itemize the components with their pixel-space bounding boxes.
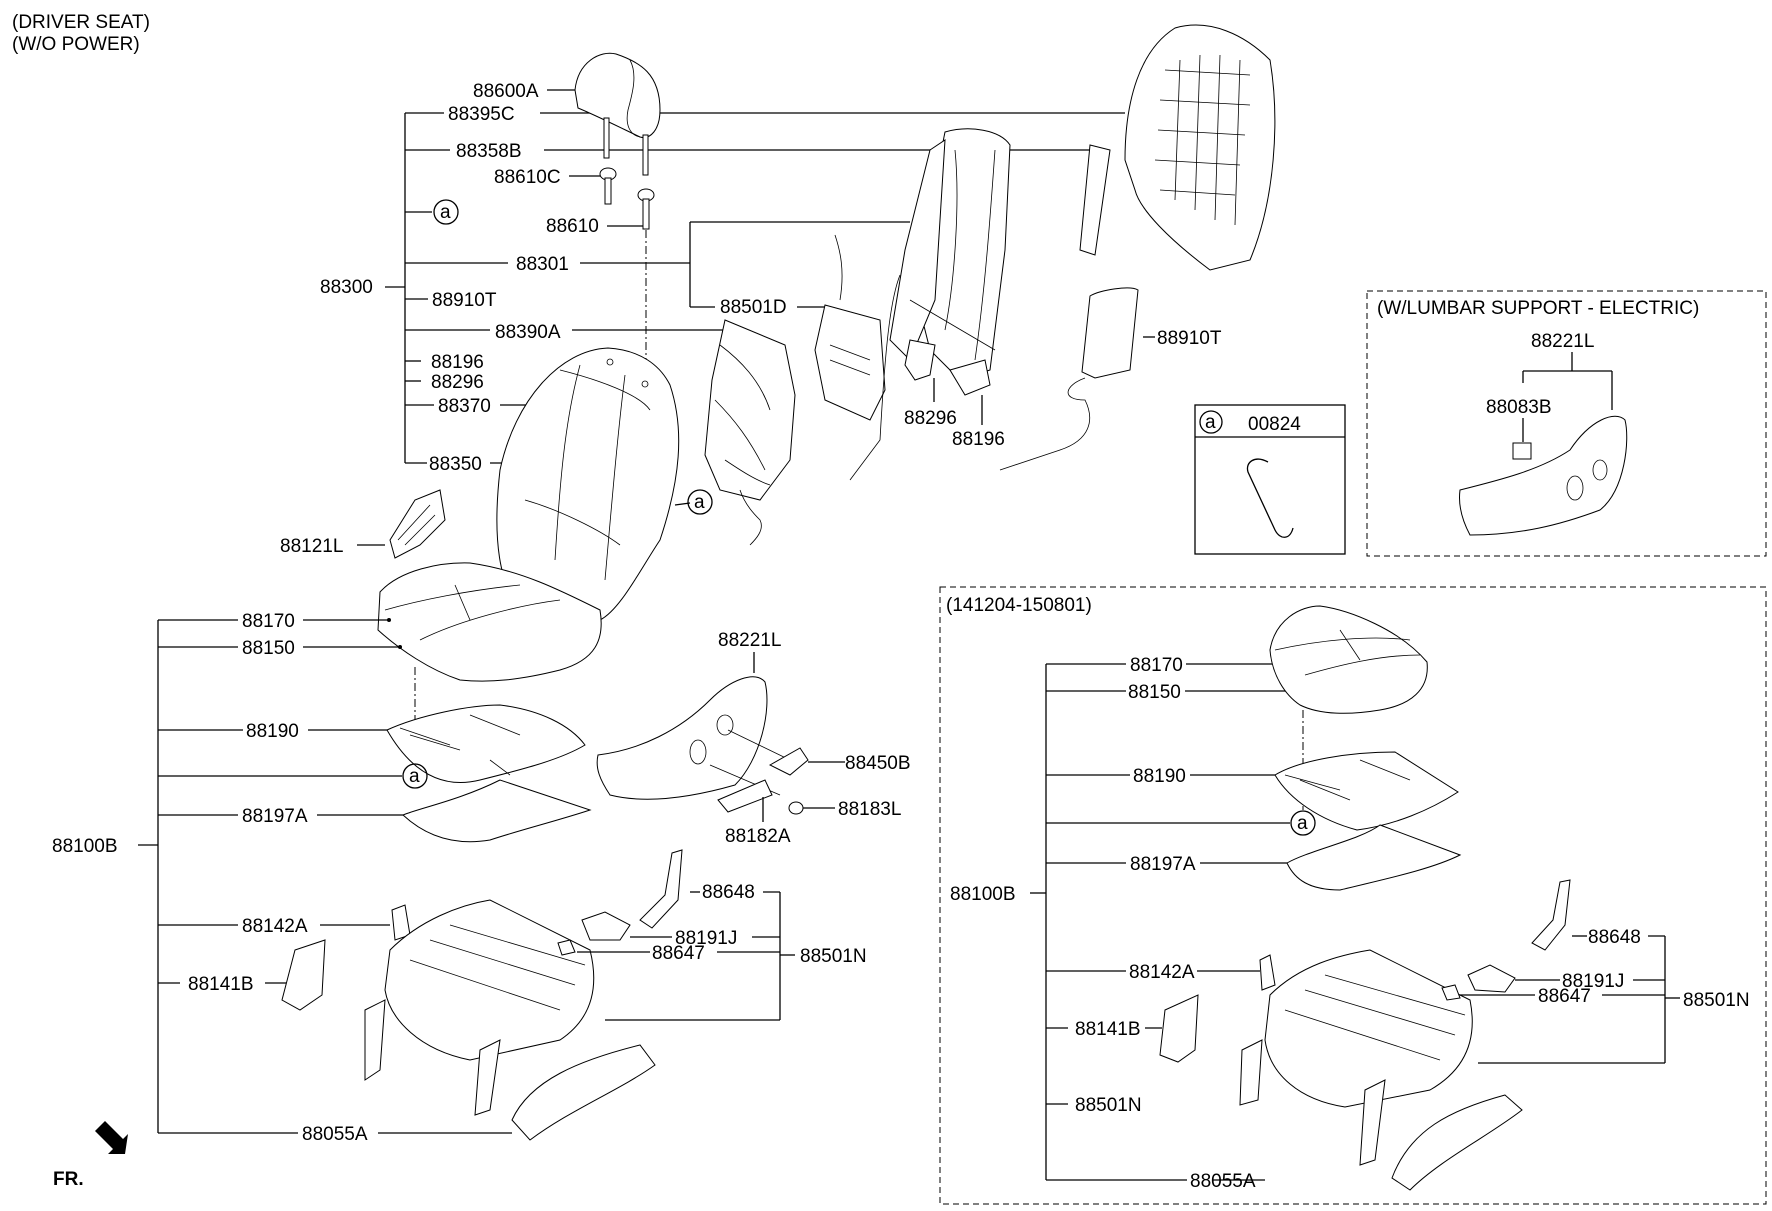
label-88150[interactable]: 88150 [242,638,295,659]
variant-ref-a: a [1297,813,1308,834]
headrest-group: 88600A 88610C 88610 [473,52,661,382]
variant-label-88142A[interactable]: 88142A [1129,962,1195,983]
label-88190[interactable]: 88190 [246,721,299,742]
seatback-back-panel [1124,24,1276,271]
front-indicator: FR. [53,1121,128,1190]
label-88083B[interactable]: 88083B [1486,397,1552,418]
label-88501N[interactable]: 88501N [800,946,867,967]
label-88370[interactable]: 88370 [438,396,491,417]
label-88296-tree[interactable]: 88296 [431,372,484,393]
variant-seat-cushion [1269,605,1428,714]
label-88350[interactable]: 88350 [429,454,482,475]
front-label: FR. [53,1169,84,1190]
label-88501D[interactable]: 88501D [720,297,787,318]
label-88100B[interactable]: 88100B [52,836,118,857]
label-88358B[interactable]: 88358B [456,141,522,162]
header-wo-power: (W/O POWER) [12,34,140,55]
frame-tree: 88501D [689,221,910,481]
variant-label-88648[interactable]: 88648 [1588,927,1641,948]
ref-a-label-2: a [694,492,705,513]
label-88910T[interactable]: 88910T [1157,328,1222,349]
variant-label-88150[interactable]: 88150 [1128,682,1181,703]
variant-label-88170[interactable]: 88170 [1130,655,1183,676]
label-88395C[interactable]: 88395C [448,104,515,125]
variant-label-88190[interactable]: 88190 [1133,766,1186,787]
lumbar-pad: 88910T [999,287,1222,471]
seatback-tree: 88300 88395C 88358B a 88301 88910T 88390… [320,104,1125,475]
variant-label-88100B[interactable]: 88100B [950,884,1016,905]
label-88301[interactable]: 88301 [516,254,569,275]
header-driver-seat: (DRIVER SEAT) [12,12,150,33]
label-88197A[interactable]: 88197A [242,806,308,827]
label-88648[interactable]: 88648 [702,882,755,903]
label-88196-tree[interactable]: 88196 [431,352,484,373]
variant-box-title: (141204-150801) [946,595,1092,616]
cushion-tree: 88100B 88170 88150 88190 a 88197A 88142A… [52,611,592,1145]
recliner-parts: 88296 88196 [904,339,1005,450]
label-88600A[interactable]: 88600A [473,81,539,102]
label-88170[interactable]: 88170 [242,611,295,632]
headrest [574,52,661,139]
variant-label-88191J[interactable]: 88191J [1562,971,1624,992]
headrest-guide [1079,144,1111,256]
lumbar-mat [704,319,796,546]
variant-label-88197A[interactable]: 88197A [1130,854,1196,875]
ref-a-circle [433,199,459,225]
variant-box: (141204-150801) 88100B 88170 88150 88190… [939,586,1767,1205]
cushion-pad [402,779,592,843]
lumbar-box-title: (W/LUMBAR SUPPORT - ELECTRIC) [1377,298,1699,319]
label-88647[interactable]: 88647 [652,943,705,964]
variant-label-88141B[interactable]: 88141B [1075,1019,1141,1040]
lumbar-electric-box: (W/LUMBAR SUPPORT - ELECTRIC) 88221L 880… [1366,290,1767,557]
label-88121L[interactable]: 88121L [280,536,343,557]
label-88221L[interactable]: 88221L [718,630,781,651]
variant-label-88055A[interactable]: 88055A [1190,1171,1256,1192]
label-88182A[interactable]: 88182A [725,826,791,847]
label-88196[interactable]: 88196 [952,429,1005,450]
clip-hook-icon [1246,458,1294,538]
track-tree: 88648 88191J 88647 88501N [557,849,867,1021]
label-88610[interactable]: 88610 [546,216,599,237]
label-88300[interactable]: 88300 [320,277,373,298]
lumbar-mechanism [814,304,886,421]
seat-rail [511,1044,656,1141]
variant-label-88647[interactable]: 88647 [1538,986,1591,1007]
seatback-cover: a [496,347,713,621]
seat-cushion [377,562,602,682]
label-88610C[interactable]: 88610C [494,167,561,188]
ref-a-label: a [440,202,451,223]
label-88390A[interactable]: 88390A [495,322,561,343]
label-88141B[interactable]: 88141B [188,974,254,995]
legend-ref-a: a [1205,412,1216,433]
label-88910T-tree[interactable]: 88910T [432,290,497,311]
variant-label-88501N-tree[interactable]: 88501N [1075,1095,1142,1116]
cushion-mat [386,704,586,784]
label-88191J[interactable]: 88191J [675,928,737,949]
label-88221L-lumbar[interactable]: 88221L [1531,331,1594,352]
legend-part-00824[interactable]: 00824 [1248,414,1301,435]
side-cover-back: 88121L [280,489,446,559]
arrow-down-left-icon [95,1121,128,1154]
seat-frame [364,899,656,1141]
variant-label-88501N[interactable]: 88501N [1683,990,1750,1011]
label-88183L[interactable]: 88183L [838,799,901,820]
variant-cushion-mat [1274,751,1459,831]
side-shield: 88221L 88450B 88183L 88182A [596,630,911,847]
ref-a-label-3: a [409,766,420,787]
legend-box: a 00824 [1194,404,1346,555]
label-88142A[interactable]: 88142A [242,916,308,937]
label-88055A[interactable]: 88055A [302,1124,368,1145]
label-88450B[interactable]: 88450B [845,753,911,774]
variant-cushion-pad [1286,824,1462,891]
label-88296[interactable]: 88296 [904,408,957,429]
